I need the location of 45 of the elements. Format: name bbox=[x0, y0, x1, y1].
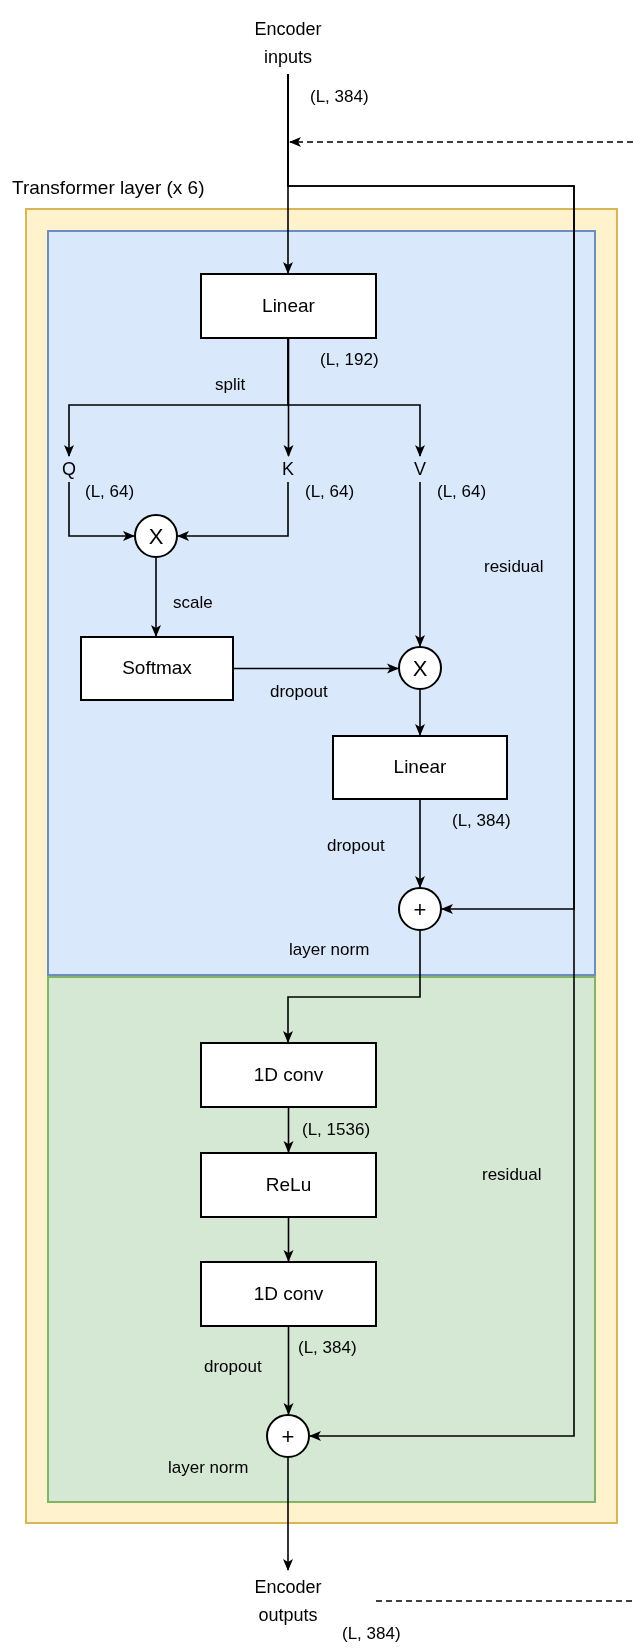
feed-forward-panel bbox=[47, 976, 596, 1503]
arrow bbox=[233, 663, 399, 674]
input-label: Encoder inputs bbox=[228, 12, 348, 74]
process-box: Linear bbox=[200, 273, 377, 339]
process-box: Softmax bbox=[80, 636, 234, 701]
arrow bbox=[415, 689, 425, 736]
arrow bbox=[283, 1217, 294, 1262]
arrow bbox=[151, 557, 161, 637]
arrow bbox=[287, 338, 425, 457]
arrow bbox=[177, 481, 289, 541]
edge-label: (L, 64) bbox=[85, 481, 135, 503]
arrow bbox=[415, 481, 425, 647]
edge-label: layer norm bbox=[289, 939, 370, 961]
process-box: ReLu bbox=[200, 1152, 377, 1218]
arrow bbox=[68, 481, 135, 541]
tensor-label: V bbox=[408, 456, 432, 482]
edge-label: split bbox=[215, 374, 246, 396]
arrow bbox=[415, 799, 425, 888]
tensor-label: Q bbox=[57, 456, 81, 482]
edge-label: (L, 1536) bbox=[302, 1119, 371, 1141]
arrow bbox=[283, 1457, 293, 1571]
arrow bbox=[283, 1326, 294, 1415]
edge-label: residual bbox=[484, 556, 544, 578]
shape-label: (L, 384) bbox=[298, 1337, 357, 1359]
edge-label: (L, 64) bbox=[305, 481, 355, 503]
shape-label: (L, 384) bbox=[342, 1623, 401, 1645]
edge-label: scale bbox=[173, 592, 213, 614]
arrow bbox=[283, 1107, 294, 1153]
panel-heading: Transformer layer (x 6) bbox=[12, 176, 205, 200]
arrow bbox=[283, 930, 421, 1043]
edge-label: (L, 384) bbox=[310, 86, 369, 108]
attention-panel bbox=[47, 230, 596, 976]
edge-label: dropout bbox=[270, 681, 328, 703]
edge-label: layer norm bbox=[168, 1457, 249, 1479]
arrow bbox=[287, 73, 575, 1441]
edge-label: (L, 64) bbox=[437, 481, 487, 503]
shape-label: (L, 384) bbox=[452, 810, 511, 832]
edge-label: (L, 192) bbox=[320, 349, 379, 371]
process-box: 1D conv bbox=[200, 1042, 377, 1108]
edge-label: residual bbox=[482, 1164, 542, 1186]
process-box: 1D conv bbox=[200, 1261, 377, 1327]
tensor-label: K bbox=[276, 456, 300, 482]
edge-label: dropout bbox=[327, 835, 385, 857]
process-box: Linear bbox=[332, 735, 508, 800]
edge-label: dropout bbox=[204, 1356, 262, 1378]
